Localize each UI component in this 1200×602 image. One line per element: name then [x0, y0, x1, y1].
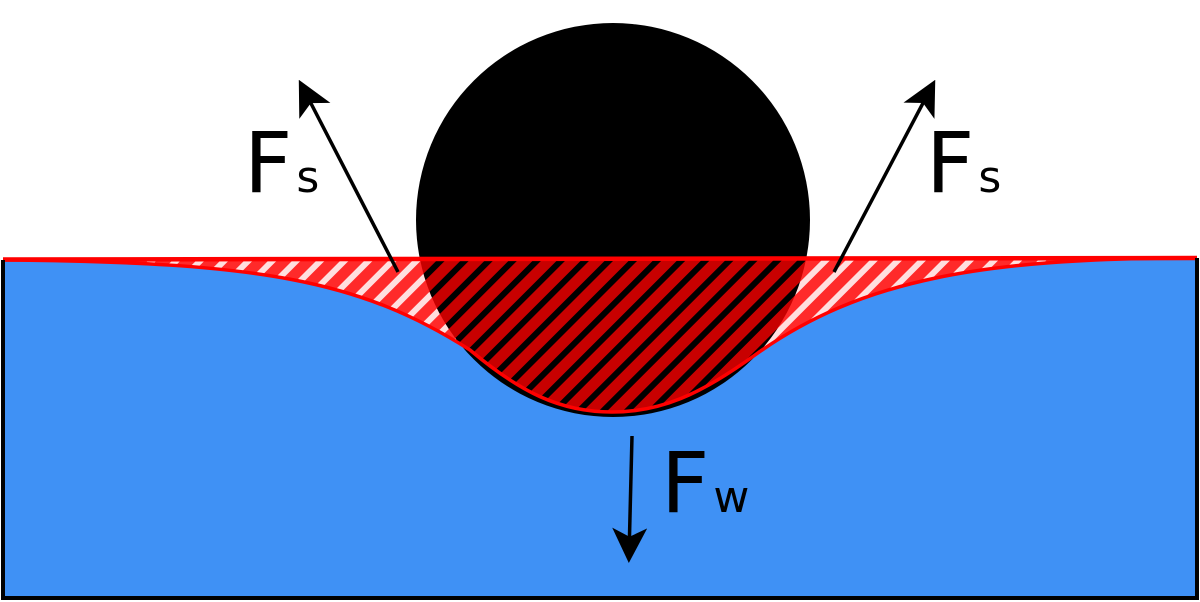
surface-tension-arrow-left: [298, 79, 400, 273]
force-symbol: F: [244, 114, 292, 212]
force-symbol: F: [661, 434, 709, 532]
weight-arrow: [612, 435, 648, 563]
water-body: [3, 258, 1197, 598]
force-subscript: w: [713, 472, 749, 523]
force-subscript: s: [978, 152, 1001, 203]
surface-tension-arrow-right: [832, 79, 936, 273]
force-subscript: s: [296, 152, 319, 203]
overlap-hatching: [416, 258, 810, 412]
weight-label: Fw: [661, 434, 749, 532]
surface-tension-label-left: Fs: [244, 114, 319, 212]
water-surface-line: [2, 255, 1198, 262]
water-container-outline: [1, 258, 1199, 600]
sphere-submerged-overlap: [416, 258, 810, 412]
force-symbol: F: [926, 114, 974, 212]
meniscus-outline: [2, 256, 1198, 414]
surface-tension-label-right: Fs: [926, 114, 1001, 212]
